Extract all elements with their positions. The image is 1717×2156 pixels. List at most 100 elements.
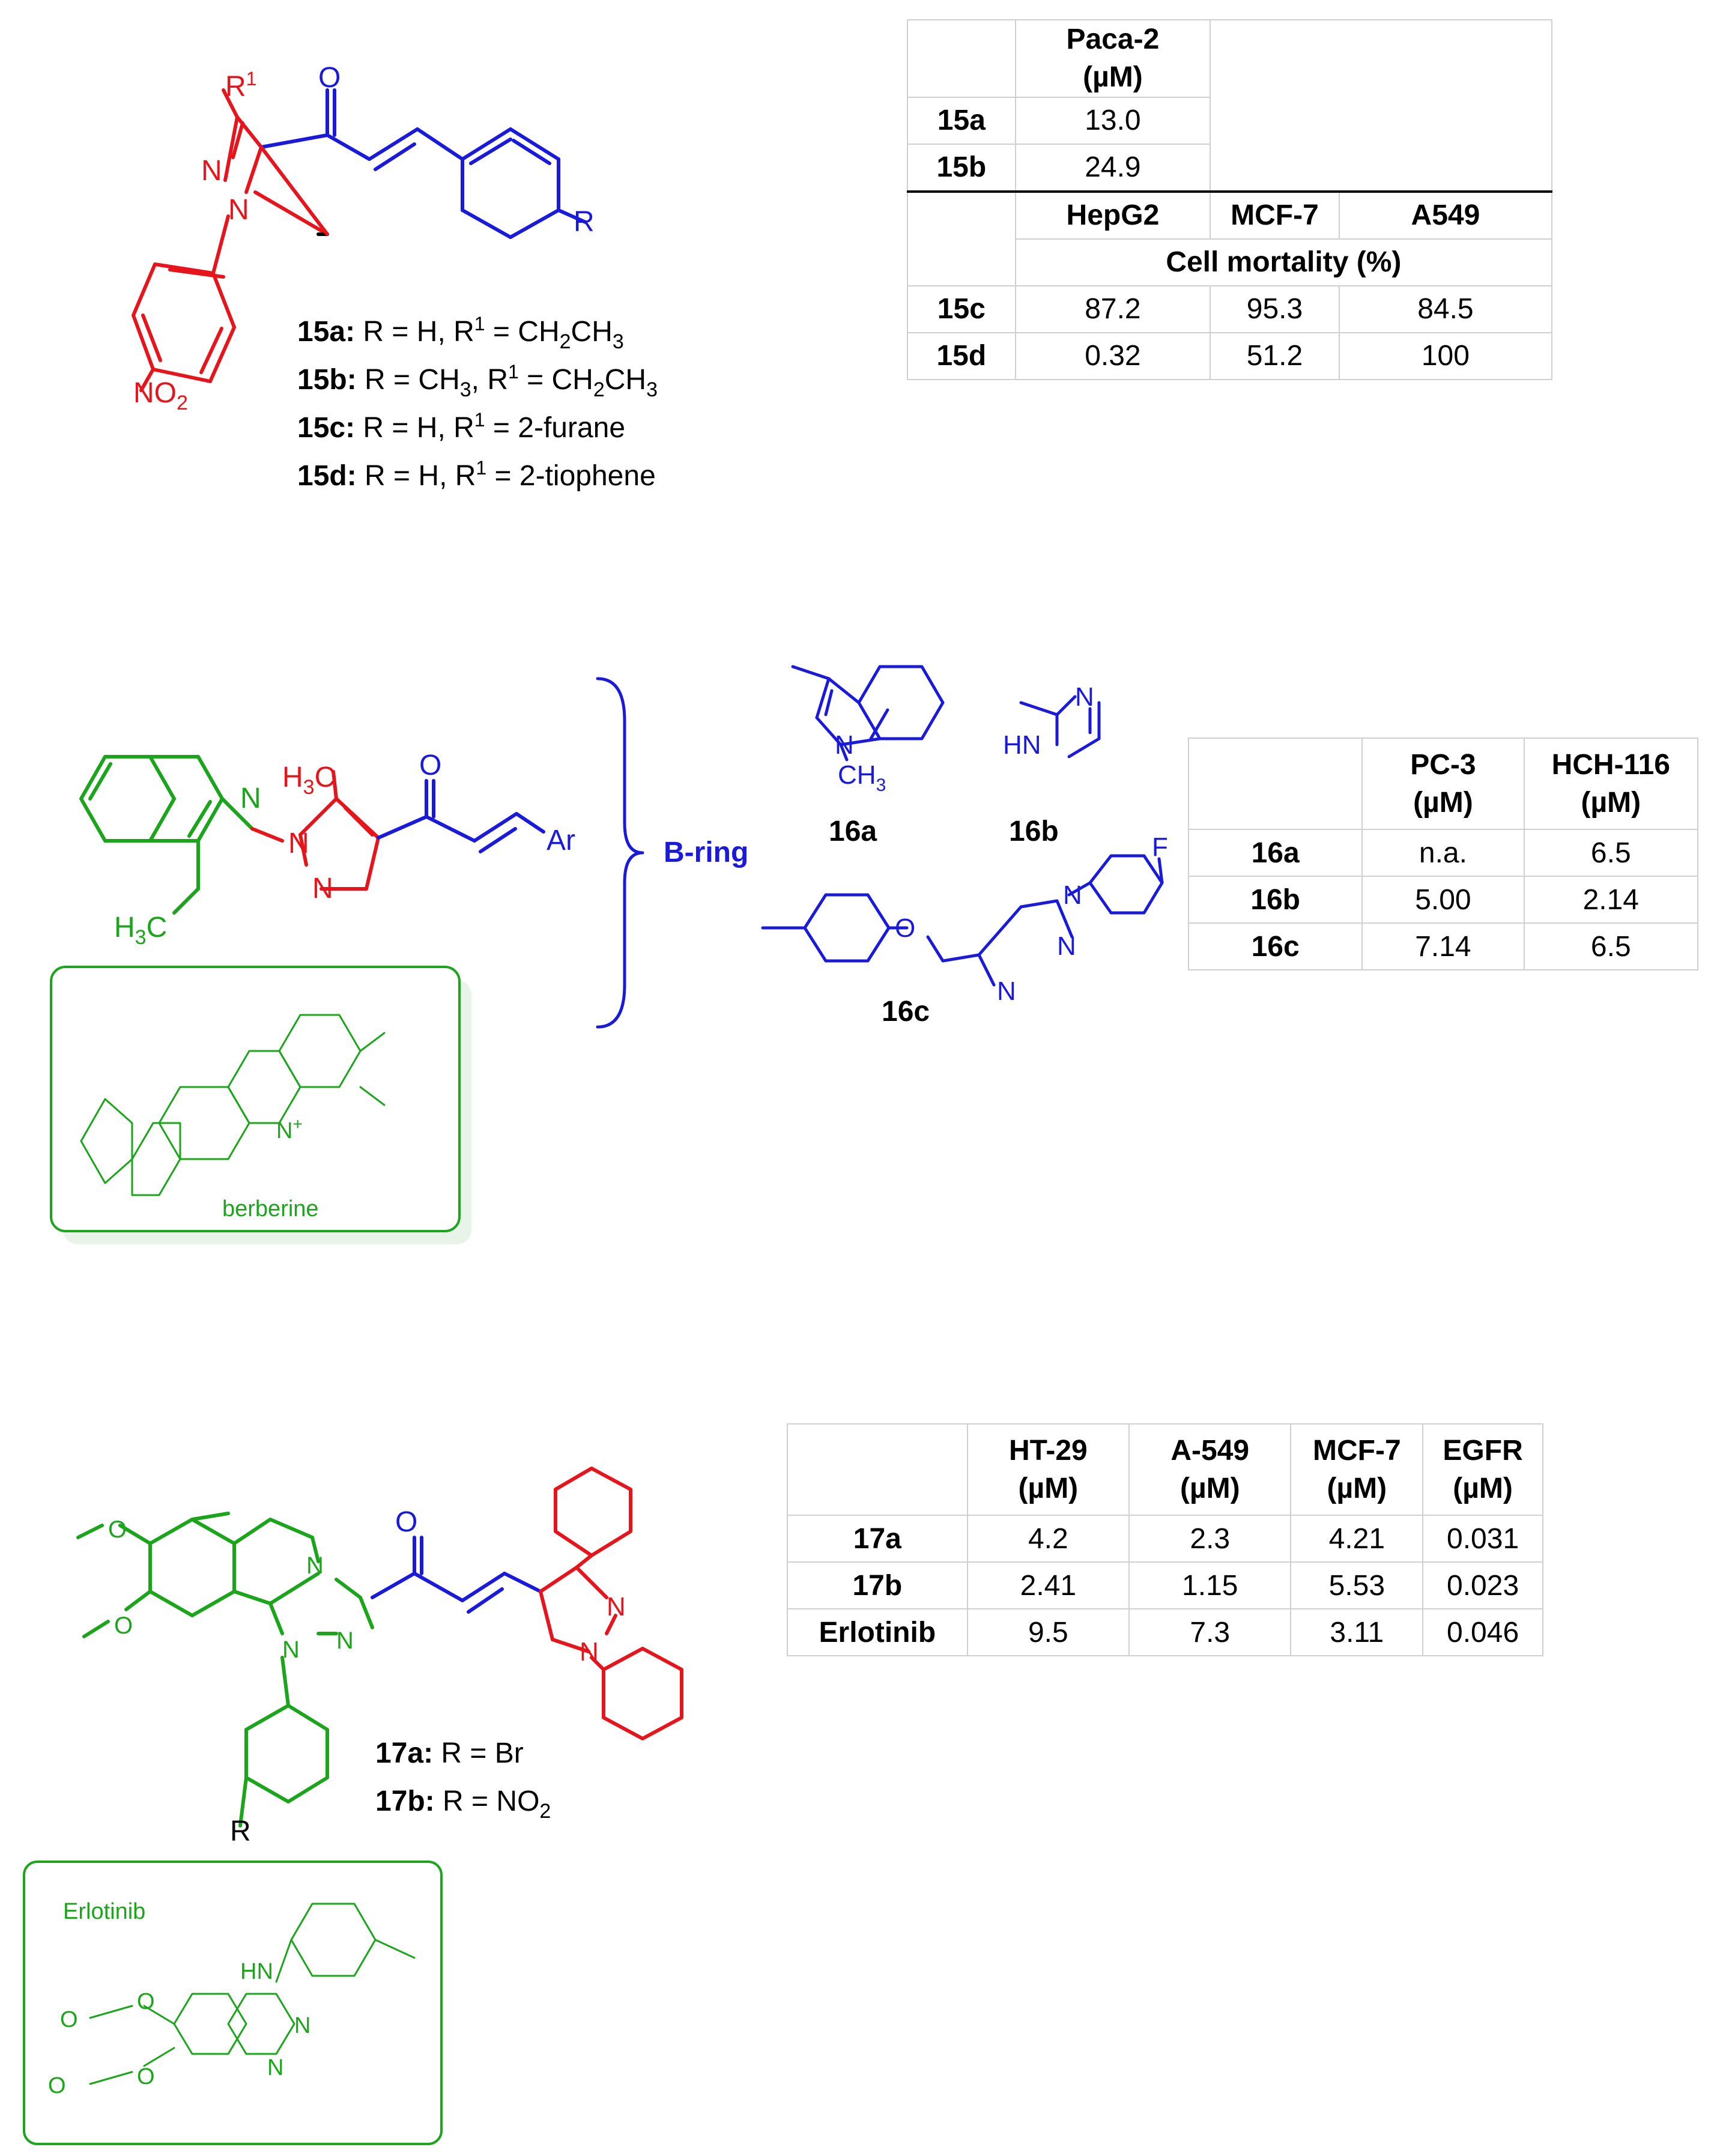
table-17-col-header: HT-29(µM) [966,1423,1130,1516]
erlotinib-o4: O [48,2073,66,2098]
table-15-cell: 87.2 [1014,285,1211,333]
table-15-cell: 0.32 [1014,332,1211,380]
table-17-cell: 4.21 [1290,1515,1424,1563]
quinoline-n: N [240,783,261,814]
table-17-cell: 9.5 [966,1608,1130,1656]
label-17a: 17a: R = Br [375,1737,524,1769]
berberine-n: N+ [276,1115,303,1143]
table-17-corner [787,1423,968,1516]
table-15-cell: 13.0 [1014,96,1211,145]
structure-16-text: H3C O Ar N N N H3C B-ring N CH3 HN N O N… [114,682,1168,1222]
table-16-col-header: PC-3(µM) [1361,737,1525,830]
pyrazole-n-17a: N [607,1592,626,1622]
table-16-row-label: 16b [1187,876,1363,924]
table-15-paca2-header: Paca-2(µM) [1014,19,1211,98]
table-16-corner [1187,737,1363,830]
table-15-cell: 84.5 [1338,285,1553,333]
table-15-row-label: 15b [907,143,1016,192]
no2-label: NO2 [133,377,188,414]
imidazole-n: N [1075,682,1094,712]
structure-15 [132,88,587,392]
erlotinib-o2: O [137,2064,155,2089]
r1-label: R1 [225,68,256,103]
table-15-corner-2 [907,190,1016,286]
table-15-cell: 51.2 [1210,332,1340,380]
table-16-cell: 5.00 [1361,876,1525,924]
erlotinib-n1: N [294,2013,310,2038]
erlotinib-o3: O [60,2007,78,2032]
table-17-row-label: Erlotinib [787,1608,968,1656]
methoxy-o2: O [114,1612,133,1639]
triazole-n3: N [1063,880,1082,910]
table-15-row-label: 15d [907,332,1016,380]
pyrazole-n1-16: N [288,828,309,859]
hn-label: HN [1003,730,1041,760]
structure-16 [50,665,1164,1244]
structure-15-text: R1 O N N R NO2 [133,62,595,414]
r-label-17: R [230,1815,251,1847]
table-17-row-label: 17b [787,1561,968,1609]
erlotinib-n2: N [267,2055,283,2080]
label-15c: 15c: R = H, R1 = 2-furane [297,409,625,444]
table-15-blank [1210,19,1552,192]
fluoro-f: F [1152,832,1168,862]
table-15-cell: 24.9 [1014,143,1211,192]
carbonyl-o-15: O [318,62,341,94]
table-17-cell: 2.41 [966,1561,1130,1609]
label-15b: 15b: R = CH3, R1 = CH2CH3 [297,361,658,401]
pyrazole-n2-16: N [312,873,333,904]
table-16-cell: n.a. [1361,829,1525,877]
indole-n: N [835,730,854,760]
ar-label: Ar [547,825,575,856]
pyrazole-n-17b: N [580,1637,599,1667]
table-17-cell: 0.046 [1422,1608,1543,1656]
erlotinib-o1: O [137,1989,155,2014]
table-16-cell: 6.5 [1523,829,1699,877]
erlotinib-hn: HN [240,1959,273,1984]
label-15a: 15a: R = H, R1 = CH2CH3 [297,313,624,353]
table-15-col-header: A549 [1338,190,1553,240]
table-15-mortality-header: Cell mortality (%) [1014,238,1553,286]
pyrazole-n-15b: N [228,194,249,226]
ch3-label: CH3 [838,760,886,795]
table-17: HT-29(µM) A-549(µM) MCF-7(µM) EGFR(µM) 1… [787,1423,1543,1656]
table-16-cell: 2.14 [1523,876,1699,924]
table-17-col-header: EGFR(µM) [1422,1423,1543,1516]
table-15-cell: 95.3 [1210,285,1340,333]
triazole-n2: N [1057,931,1076,961]
ether-o: O [895,913,915,943]
table-17-cell: 3.11 [1290,1608,1424,1656]
table-15-row-label: 15a [907,96,1016,145]
structure-17 [23,1467,683,2145]
table-15: Paca-2(µM) 15a 13.0 15b 24.9 HepG2 MCF-7… [907,19,1553,380]
table-17-cell: 1.15 [1128,1561,1292,1609]
table-16-col-header: HCH-116(µM) [1523,737,1699,830]
triazole-n1: N [997,977,1016,1006]
table-16: PC-3(µM) HCH-116(µM) 16a n.a. 6.5 16b 5.… [1187,737,1699,971]
table-17-cell: 5.53 [1290,1561,1424,1609]
pyrazole-n-15a: N [201,155,222,187]
label-15d: 15d: R = H, R1 = 2-tiophene [297,457,656,492]
triazole-n-17c: N [336,1628,354,1654]
name-16b: 16b [1009,816,1059,847]
b-ring-label: B-ring [664,837,748,868]
table-17-row-label: 17a [787,1515,968,1563]
triazole-n-17a: N [306,1552,324,1579]
erlotinib-label: Erlotinib [63,1899,145,1924]
table-15-row-label: 15c [907,285,1016,333]
table-17-col-header: MCF-7(µM) [1290,1423,1424,1516]
table-17-cell: 2.3 [1128,1515,1292,1563]
carbonyl-o-17: O [395,1506,417,1538]
compound-15-labels: 15a: R = H, R1 = CH2CH3 15b: R = CH3, R1… [297,313,658,492]
table-17-col-header: A-549(µM) [1128,1423,1292,1516]
table-15-col-header: MCF-7 [1210,190,1340,240]
h3c-label: H3C [282,762,335,799]
structure-17-text: O N N N O O N N R 17a: R = Br 17b: R = N… [48,1506,626,2098]
methoxy-o1: O [108,1516,127,1543]
name-16a: 16a [829,816,877,847]
table-16-row-label: 16a [1187,829,1363,877]
label-17b: 17b: R = NO2 [375,1785,551,1823]
h3c-quinoline: H3C [114,912,167,949]
table-15-cell: 100 [1338,332,1553,380]
